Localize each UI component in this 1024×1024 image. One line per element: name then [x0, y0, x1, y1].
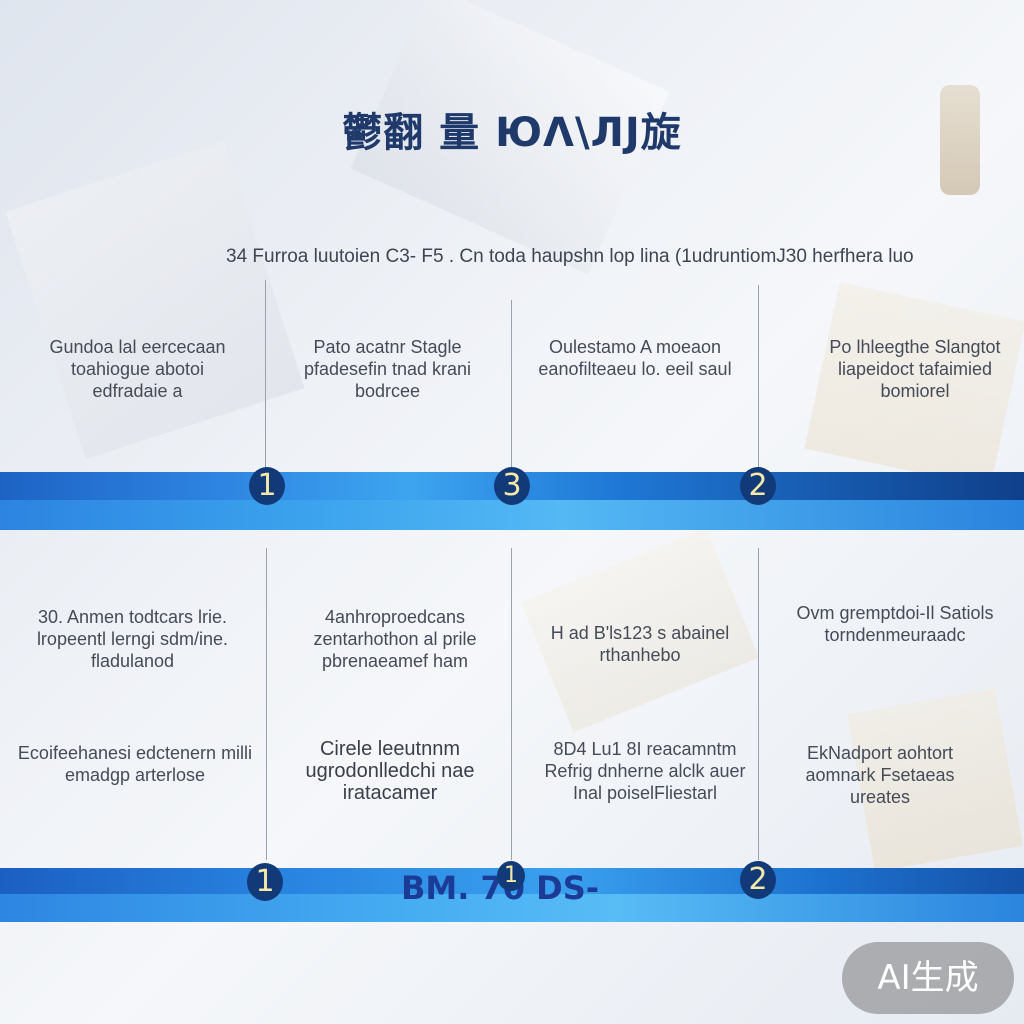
- timeline-node: 2: [740, 861, 776, 899]
- timeline-cell: Ovm gremptdoi-Il Satiols torndenmeuraadc: [796, 603, 994, 645]
- timeline-node: 1: [249, 467, 285, 505]
- timeline-cell: Gundoa lal eercecaan toahiogue abotoi ed…: [49, 337, 226, 401]
- connector-line: [511, 300, 512, 470]
- timeline-cell: Ecoifeehanesi edctenern milli emadgp art…: [17, 743, 253, 785]
- background-document-shape: [5, 140, 305, 460]
- timeline-cell: Po lhleegthe Slangtot liapeidoct tafaimi…: [829, 337, 1001, 401]
- timeline-band-lower: [0, 894, 1024, 922]
- timeline-cell: 30. Anmen todtcars lrie. lropeentl lerng…: [36, 607, 229, 671]
- timeline-cell: H ad B'ls123 s abainel rthanhebo: [550, 623, 730, 665]
- timeline-node: 1: [497, 861, 525, 891]
- timeline-cell: EkNadport aohtort aomnark Fsetaeas ureat…: [805, 743, 955, 807]
- timeline-node: 3: [494, 467, 530, 505]
- connector-line: [266, 548, 267, 860]
- subtitle: 34 Furroa luutoien C3- F5 . Cn toda haup…: [226, 246, 914, 267]
- timeline-cell: 8D4 Lu1 8I reacamntm Refrig dnherne alcl…: [544, 739, 746, 803]
- timeline-band-lower: [0, 500, 1024, 530]
- timeline-cell: Oulestamo A moeaon eanofilteaeu lo. eeil…: [538, 337, 732, 379]
- connector-line: [265, 280, 266, 470]
- timeline-cell: Pato acatnr Stagle pfadesefin tnad krani…: [303, 337, 472, 401]
- ai-generated-badge: AI生成: [842, 942, 1014, 1014]
- page-title: 鬱翻 量 ЮΛ\ЛJ旋: [342, 110, 682, 156]
- connector-line: [511, 548, 512, 860]
- timeline-cell: Cirele leeutnnm ugrodonlledchi nae irata…: [305, 738, 475, 804]
- connector-line: [758, 285, 759, 470]
- timeline-node: 2: [740, 467, 776, 505]
- connector-line: [758, 548, 759, 860]
- timeline-cell: 4anhroproedcans zentarhothon al prile pb…: [313, 607, 477, 671]
- timeline-node: 1: [247, 863, 283, 901]
